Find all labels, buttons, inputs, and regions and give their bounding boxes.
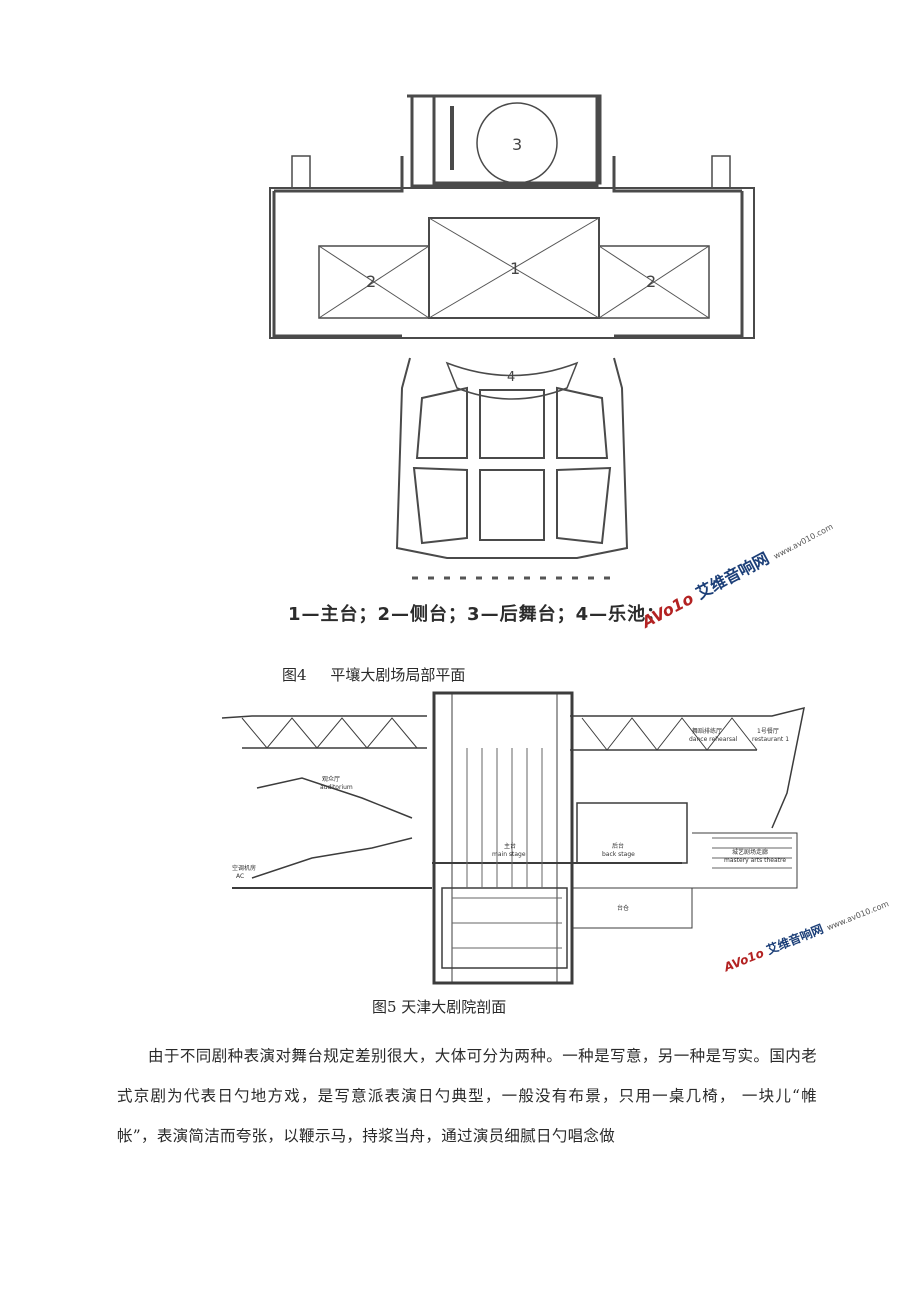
label-theatre-cn: 城艺剧场走廊 bbox=[732, 848, 768, 856]
label-ac-cn: 空调机房 bbox=[232, 864, 256, 872]
label-rear-stage: 3 bbox=[512, 135, 522, 154]
label-back-stage-en: back stage bbox=[602, 851, 635, 858]
label-main-stage-en: main stage bbox=[492, 851, 526, 858]
label-orchestra-pit: 4 bbox=[507, 370, 515, 385]
theatre-section-drawing: 观众厅 auditorium 主台 main stage 后台 back sta… bbox=[221, 691, 805, 985]
watermark-url: www.av010.com bbox=[772, 522, 835, 561]
label-side-stage-right: 2 bbox=[646, 272, 656, 291]
label-auditorium-cn: 观众厅 bbox=[322, 776, 340, 783]
label-main-stage: 1 bbox=[510, 259, 520, 278]
figure4-legend: 1—主台；2—侧台；3—后舞台；4—乐池； bbox=[288, 604, 666, 625]
figure5-caption: 图5 天津大剧院剖面 bbox=[372, 998, 507, 1016]
label-dance-en: dance rehearsal bbox=[689, 736, 738, 743]
label-back-stage-cn: 后台 bbox=[612, 842, 624, 850]
label-restaurant-en: restaurant 1 bbox=[752, 736, 789, 743]
label-dance-cn: 舞蹈排练厅 bbox=[692, 727, 722, 735]
label-ac-en: AC bbox=[236, 873, 244, 880]
label-side-stage-left: 2 bbox=[366, 272, 376, 291]
label-auditorium-en: auditorium bbox=[320, 784, 353, 791]
label-pit-cn: 台仓 bbox=[617, 904, 629, 912]
body-paragraph: 由于不同剧种表演对舞台规定差别很大，大体可分为两种。一种是写意，另一种是写实。国… bbox=[117, 1047, 817, 1145]
label-theatre-en: mastery arts theatre bbox=[724, 857, 786, 864]
theatre-floor-plan: 1 2 2 3 4 bbox=[269, 94, 755, 580]
figure4-caption: 图4 平壤大剧场局部平面 bbox=[282, 666, 466, 684]
label-restaurant-cn: 1号餐厅 bbox=[757, 727, 779, 735]
label-main-stage-cn: 主台 bbox=[504, 842, 516, 850]
watermark-url-2: www.av010.com bbox=[825, 899, 891, 933]
